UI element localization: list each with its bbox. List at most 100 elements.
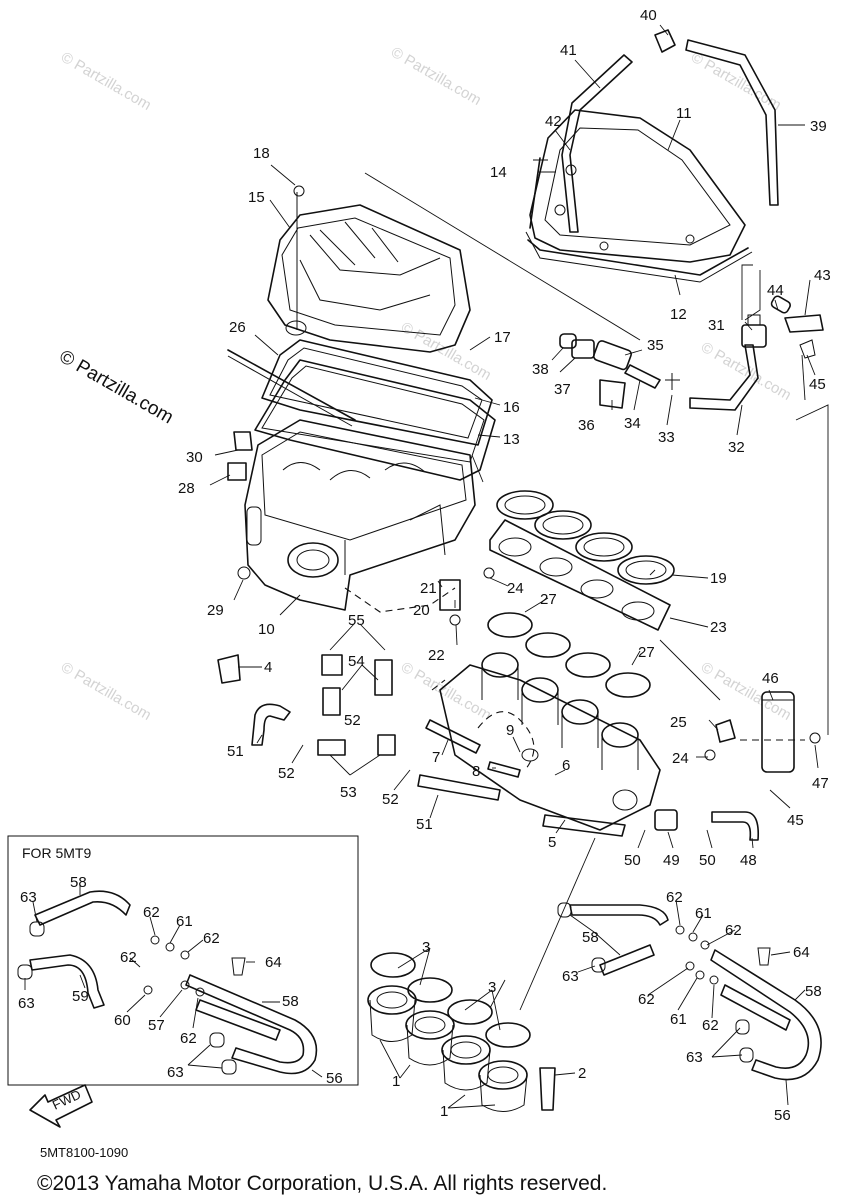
callout-61: 61 — [176, 913, 193, 930]
callout-63: 63 — [167, 1064, 184, 1081]
copyright-notice: ©2013 Yamaha Motor Corporation, U.S.A. A… — [37, 1172, 607, 1195]
air-filter-gaskets — [227, 339, 496, 481]
callout-62: 62 — [702, 1017, 719, 1034]
top-hoses — [529, 29, 779, 233]
callout-64: 64 — [265, 954, 282, 971]
callout-9: 9 — [506, 722, 514, 739]
callout-4: 4 — [264, 659, 272, 676]
callout-39: 39 — [810, 118, 827, 135]
callout-45: 45 — [787, 812, 804, 829]
callout-62: 62 — [203, 930, 220, 947]
leader-lines — [24, 24, 819, 1109]
right-hose-set — [557, 902, 822, 1081]
callout-38: 38 — [532, 361, 549, 378]
top-cover — [525, 109, 753, 283]
intake-funnels — [367, 952, 531, 1112]
callout-61: 61 — [695, 905, 712, 922]
callout-55: 55 — [348, 612, 365, 629]
callout-47: 47 — [812, 775, 829, 792]
callout-2: 2 — [578, 1065, 586, 1082]
callout-29: 29 — [207, 602, 224, 619]
callout-62: 62 — [143, 904, 160, 921]
diagram-code: 5MT8100-1090 — [40, 1145, 128, 1160]
callout-56: 56 — [326, 1070, 343, 1087]
callout-58: 58 — [282, 993, 299, 1010]
callout-27: 27 — [540, 591, 557, 608]
watermark: © Partzilla.com — [388, 44, 484, 109]
callout-63: 63 — [562, 968, 579, 985]
fwd-arrow-icon — [29, 1084, 93, 1128]
callout-41: 41 — [560, 42, 577, 59]
callout-59: 59 — [72, 988, 89, 1005]
callout-52: 52 — [278, 765, 295, 782]
callout-8: 8 — [472, 763, 480, 780]
intake-joints — [487, 490, 675, 698]
inset-border — [7, 835, 359, 1086]
callout-58: 58 — [805, 983, 822, 1000]
callout-53: 53 — [340, 784, 357, 801]
callout-62: 62 — [120, 949, 137, 966]
air-cleaner-cover — [267, 185, 471, 353]
callout-19: 19 — [710, 570, 727, 587]
callout-24: 24 — [507, 580, 524, 597]
callout-51: 51 — [416, 816, 433, 833]
callout-33: 33 — [658, 429, 675, 446]
callout-46: 46 — [762, 670, 779, 687]
callout-45: 45 — [809, 376, 826, 393]
callout-54: 54 — [348, 653, 365, 670]
callout-13: 13 — [503, 431, 520, 448]
callout-64: 64 — [793, 944, 810, 961]
callout-23: 23 — [710, 619, 727, 636]
callout-1: 1 — [440, 1103, 448, 1120]
callout-26: 26 — [229, 319, 246, 336]
callout-61: 61 — [670, 1011, 687, 1028]
vacuum-hoses — [251, 579, 795, 841]
callout-12: 12 — [670, 306, 687, 323]
watermark-strong: © Partzilla.com — [56, 346, 177, 428]
callout-63: 63 — [20, 889, 37, 906]
valve-assembly — [559, 295, 824, 411]
callout-62: 62 — [638, 991, 655, 1008]
callout-40: 40 — [640, 7, 657, 24]
watermark: © Partzilla.com — [688, 49, 784, 114]
callout-44: 44 — [767, 282, 784, 299]
callout-11: 11 — [676, 105, 692, 122]
callout-20: 20 — [413, 602, 430, 619]
callout-58: 58 — [582, 929, 599, 946]
callout-36: 36 — [578, 417, 595, 434]
callout-27: 27 — [638, 644, 655, 661]
callout-21: 21 — [420, 580, 437, 597]
callout-49: 49 — [663, 852, 680, 869]
callout-42: 42 — [545, 113, 562, 130]
callout-10: 10 — [258, 621, 275, 638]
inset-title: FOR 5MT9 — [22, 845, 91, 861]
throttle-bodies — [439, 652, 661, 831]
callout-32: 32 — [728, 439, 745, 456]
air-cleaner-case — [244, 419, 476, 611]
callout-7: 7 — [432, 749, 440, 766]
watermark: © Partzilla.com — [58, 659, 154, 724]
fasteners — [217, 431, 821, 1111]
callout-63: 63 — [686, 1049, 703, 1066]
callout-15: 15 — [248, 189, 265, 206]
callout-60: 60 — [114, 1012, 131, 1029]
callout-28: 28 — [178, 480, 195, 497]
callout-57: 57 — [148, 1017, 165, 1034]
callout-56: 56 — [774, 1107, 791, 1124]
callout-34: 34 — [624, 415, 641, 432]
callout-62: 62 — [180, 1030, 197, 1047]
callout-62: 62 — [666, 889, 683, 906]
callout-labels: 1 1 2 3 3 4 5 6 7 8 9 10 11 12 13 14 15 … — [18, 7, 831, 1124]
callout-25: 25 — [670, 714, 687, 731]
callout-6: 6 — [562, 757, 570, 774]
callout-37: 37 — [554, 381, 571, 398]
callout-51: 51 — [227, 743, 244, 760]
inset-panel: FOR 5MT9 FWD — [7, 835, 359, 1128]
callout-30: 30 — [186, 449, 203, 466]
callout-35: 35 — [647, 337, 664, 354]
callout-3: 3 — [488, 979, 496, 996]
callout-50: 50 — [624, 852, 641, 869]
callout-58: 58 — [70, 874, 87, 891]
callout-48: 48 — [740, 852, 757, 869]
callout-17: 17 — [494, 329, 511, 346]
